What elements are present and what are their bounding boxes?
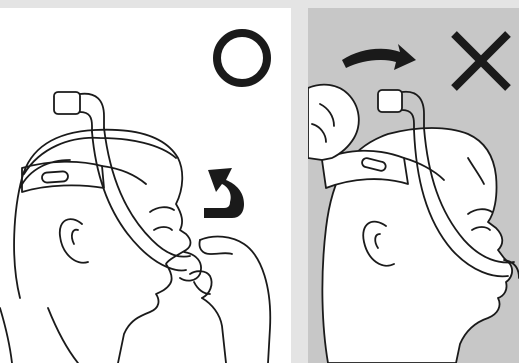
cross-x-icon	[454, 34, 508, 88]
panel-correct-method	[0, 8, 291, 363]
hand	[190, 237, 270, 363]
eye	[150, 207, 174, 230]
curved-arrow-up-left-icon	[204, 168, 244, 218]
ear	[60, 219, 88, 263]
illustration-correct	[0, 8, 291, 363]
hand	[308, 85, 359, 160]
circle-o-icon	[217, 33, 267, 83]
illustration-incorrect	[308, 8, 519, 363]
panel-incorrect-method	[308, 8, 519, 363]
curved-arrow-right-icon	[342, 44, 416, 70]
